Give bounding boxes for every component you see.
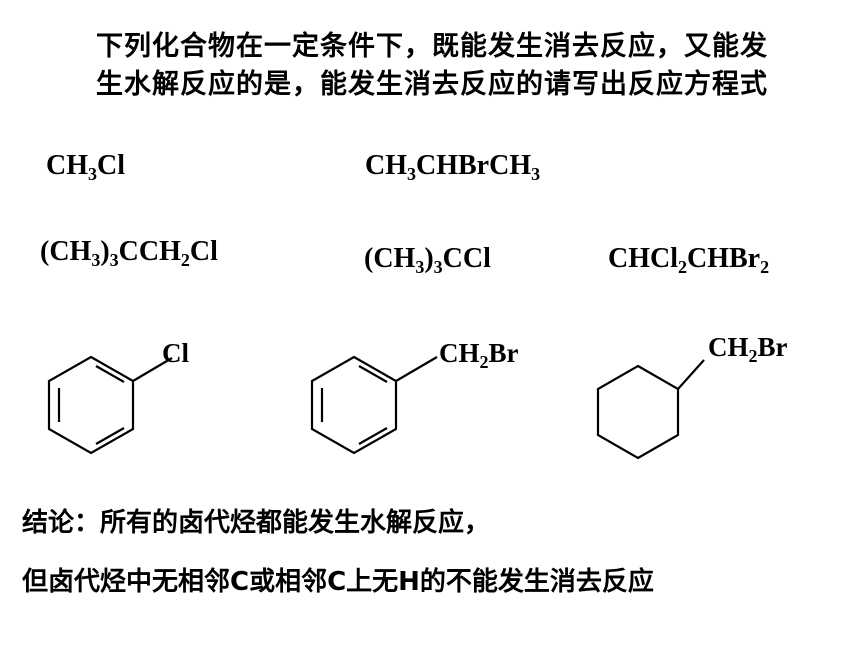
conclusion-line-1: 结论：所有的卤代烃都能发生水解反应， [22, 508, 491, 538]
formula-methyl-chloride: CH3Cl [46, 150, 125, 184]
formula-2-bromopropane: CH3CHBrCH3 [365, 150, 541, 184]
question-line-1: 下列化合物在一定条件下，既能发生消去反应，又能发 [96, 31, 768, 62]
benzyl-ch2br-label: CH2Br [439, 338, 519, 372]
formula-neopentyl-chloride: (CH3)3CCH2Cl [40, 236, 218, 270]
conclusion-line-2: 但卤代烃中无相邻C或相邻C上无H的不能发生消去反应 [22, 567, 654, 597]
question-line-2: 生水解反应的是，能发生消去反应的请写出反应方程式 [96, 69, 768, 100]
cyclohexane-ring [596, 359, 705, 460]
formula-dichloro-dibromo-ethane: CHCl2CHBr2 [608, 243, 770, 277]
benzyl-ring [310, 355, 438, 455]
chlorobenzene-cl-label: Cl [162, 338, 189, 368]
chlorobenzene-ring [47, 355, 173, 455]
c-cl-bond [132, 357, 173, 382]
ring-ch2-bond [677, 359, 705, 390]
cyclohexyl-ch2br-label: CH2Br [708, 332, 788, 366]
c-ch2-bond [395, 356, 438, 382]
formula-tert-butyl-chloride: (CH3)3CCl [364, 243, 491, 277]
